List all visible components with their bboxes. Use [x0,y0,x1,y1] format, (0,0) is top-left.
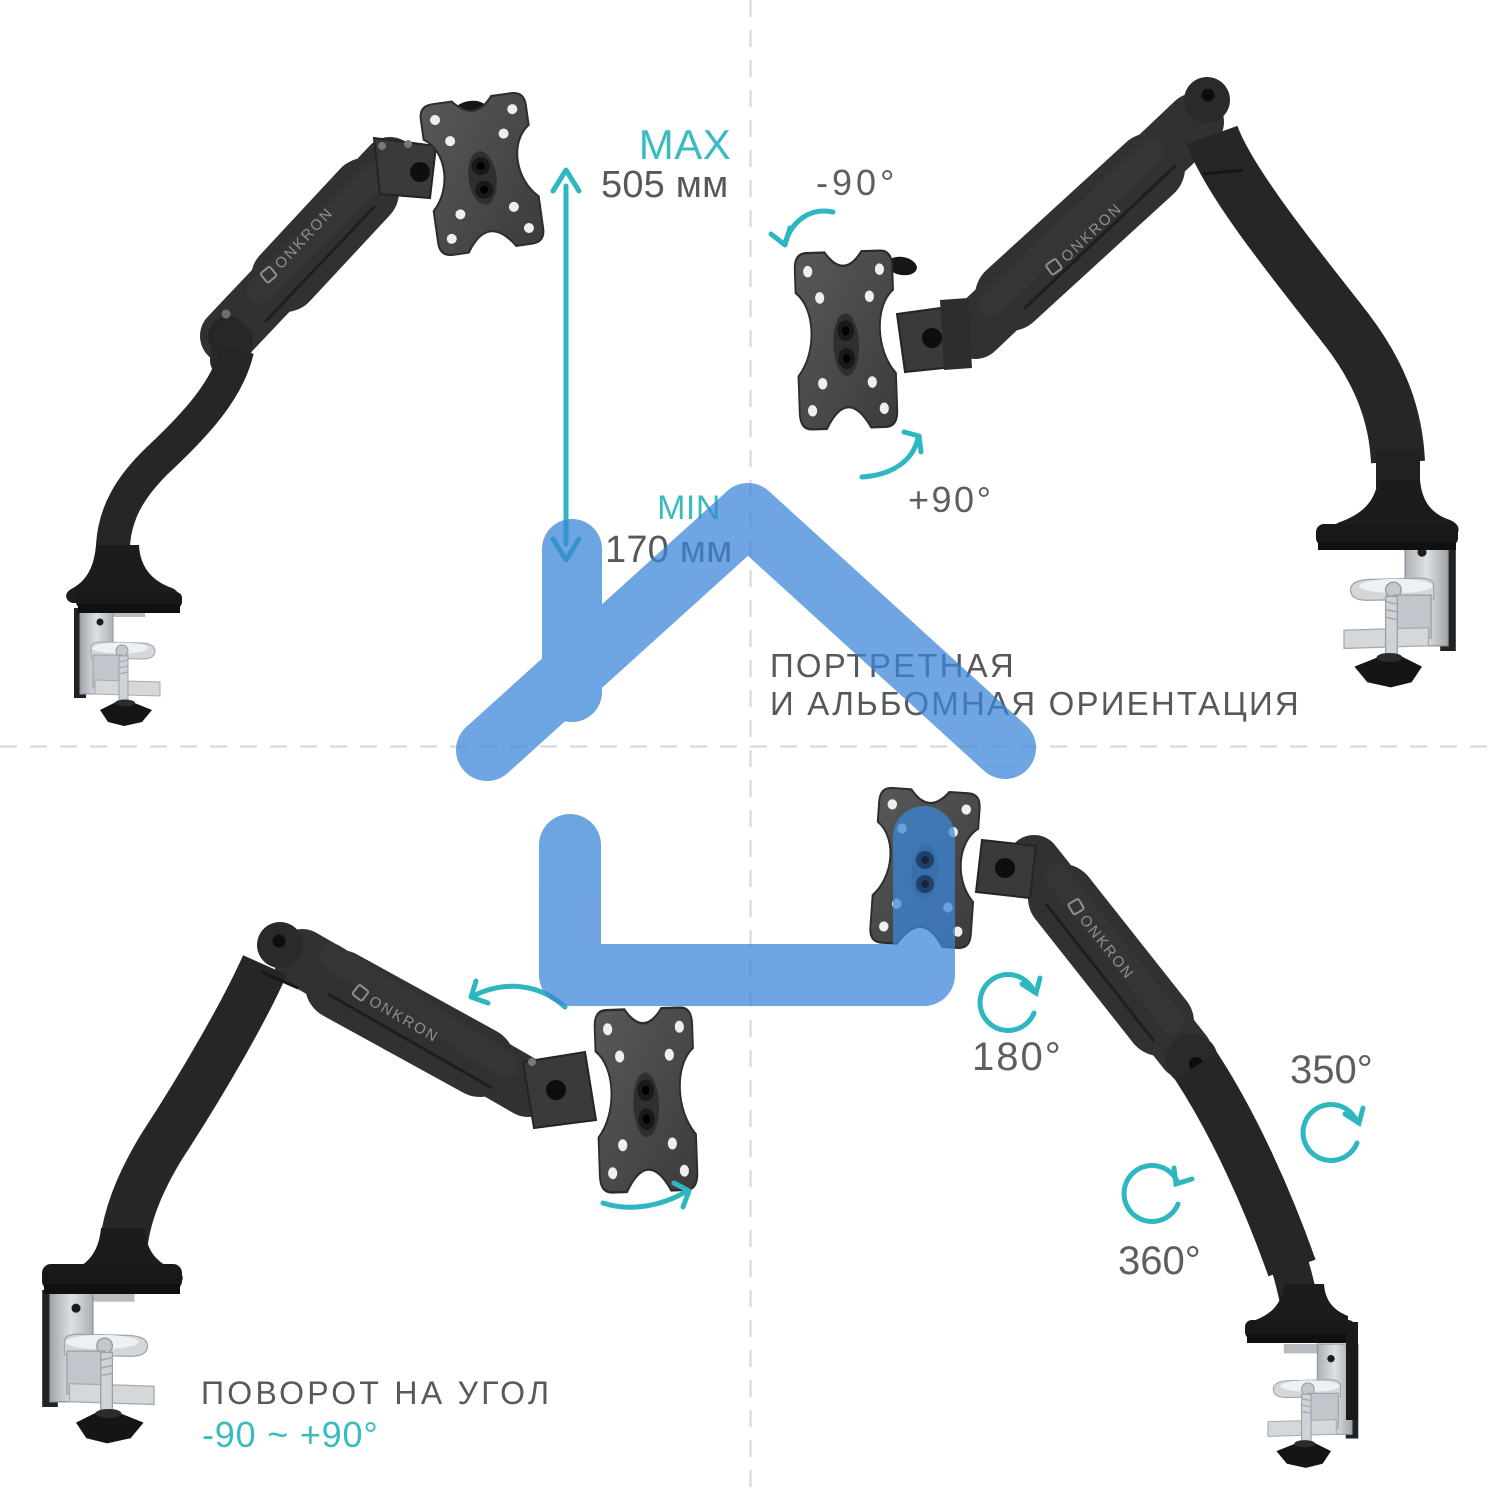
svg-text:350°: 350° [1290,1048,1373,1092]
svg-text:MAX: MAX [639,121,732,168]
svg-text:И АЛЬБОМНАЯ ОРИЕНТАЦИЯ: И АЛЬБОМНАЯ ОРИЕНТАЦИЯ [770,685,1301,722]
svg-text:ПОВОРОТ НА УГОЛ: ПОВОРОТ НА УГОЛ [201,1375,552,1411]
svg-text:360°: 360° [1118,1239,1201,1283]
svg-text:-90 ~ +90°: -90 ~ +90° [202,1414,379,1455]
svg-text:180°: 180° [972,1035,1063,1079]
svg-text:-90°: -90° [816,162,898,203]
svg-text:505 мм: 505 мм [601,164,728,206]
svg-text:+90°: +90° [908,479,993,520]
